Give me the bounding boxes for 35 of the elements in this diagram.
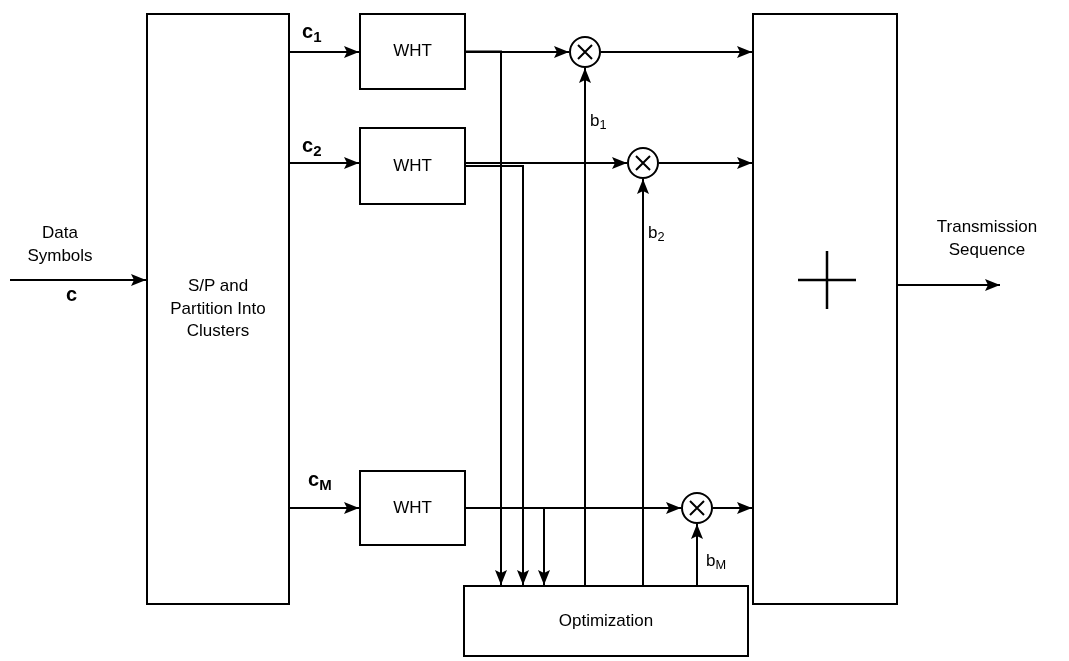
box-label: WHT bbox=[392, 154, 433, 177]
edge-label: c$_{1}$ bbox=[302, 19, 323, 45]
edge-label: c$_{M}$ bbox=[308, 467, 333, 493]
signal-label: c bbox=[66, 284, 78, 304]
arrow bbox=[712, 502, 753, 514]
arrow bbox=[465, 50, 507, 586]
arrow bbox=[465, 165, 529, 586]
edge-label: b$_{1}$ bbox=[590, 110, 608, 133]
arrow bbox=[465, 507, 550, 586]
process-box bbox=[146, 13, 290, 605]
edge-label: b$_{2}$ bbox=[648, 222, 666, 245]
process-box bbox=[463, 585, 749, 657]
arrow bbox=[637, 178, 649, 586]
arrow bbox=[9, 274, 147, 286]
arrow bbox=[600, 46, 753, 58]
summation-box bbox=[752, 13, 898, 605]
box-label: WHT bbox=[392, 496, 433, 519]
box-label: S/P and Partition Into Clusters bbox=[169, 274, 267, 343]
edge-label: Transmission Sequence bbox=[935, 216, 1039, 261]
transform-box bbox=[359, 13, 466, 90]
arrow bbox=[897, 279, 1001, 291]
edge-label: c$_{2}$ bbox=[302, 133, 323, 159]
arrow bbox=[465, 157, 628, 169]
edge-label: Data Symbols bbox=[26, 222, 94, 267]
arrow bbox=[289, 157, 360, 169]
arrow bbox=[691, 523, 703, 586]
box-label: WHT bbox=[392, 40, 433, 63]
arrow bbox=[289, 46, 360, 58]
transform-box bbox=[359, 470, 466, 546]
transform-box bbox=[359, 127, 466, 205]
box-label: Optimization bbox=[557, 609, 655, 632]
arrow bbox=[289, 502, 360, 514]
edge-label: b$_{M}$ bbox=[706, 550, 728, 573]
arrow bbox=[658, 157, 753, 169]
arrow bbox=[579, 67, 591, 586]
